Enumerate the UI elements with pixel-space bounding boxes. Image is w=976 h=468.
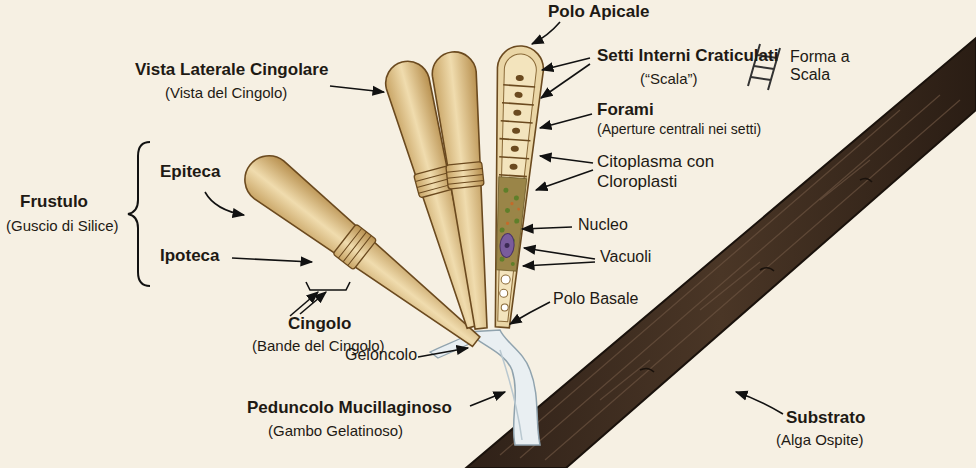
part-label: Vista Laterale Cingolare	[135, 60, 328, 80]
host-alga-branch	[466, 38, 976, 468]
part-label: Forami	[597, 100, 654, 120]
leader-lines	[205, 22, 783, 414]
part-label: Epiteca	[160, 162, 220, 182]
part-label: Ipoteca	[160, 246, 220, 266]
part-label: Geloncolo	[345, 346, 417, 364]
part-label: (Alga Ospite)	[776, 431, 864, 448]
part-label: (Aperture centrali nei setti)	[597, 121, 761, 137]
part-label: Polo Basale	[553, 290, 638, 308]
bracket	[128, 142, 150, 286]
part-label: Setti Interni Craticulati	[597, 46, 778, 66]
diatom-cell	[430, 50, 503, 331]
part-label: Citoplasma con Cloroplasti	[597, 152, 747, 191]
mucilage-stalk	[430, 330, 540, 445]
part-label: (Gambo Gelatinoso)	[268, 422, 403, 439]
part-label: Peduncolo Mucillaginoso	[247, 398, 452, 418]
part-label: (Guscio di Silice)	[6, 217, 119, 234]
diatom-section	[479, 44, 545, 329]
part-label: Frustulo	[20, 192, 88, 212]
bracket	[306, 282, 350, 290]
part-label: (Vista del Cingolo)	[165, 84, 287, 101]
part-label: Cingolo	[288, 314, 351, 334]
part-label: Substrato	[786, 408, 865, 428]
part-label: Vacuoli	[600, 248, 651, 266]
part-label: Forma a Scala	[790, 48, 865, 85]
part-label: Nucleo	[578, 216, 628, 234]
part-label: (“Scala”)	[640, 70, 698, 87]
part-label: Polo Apicale	[548, 2, 649, 22]
